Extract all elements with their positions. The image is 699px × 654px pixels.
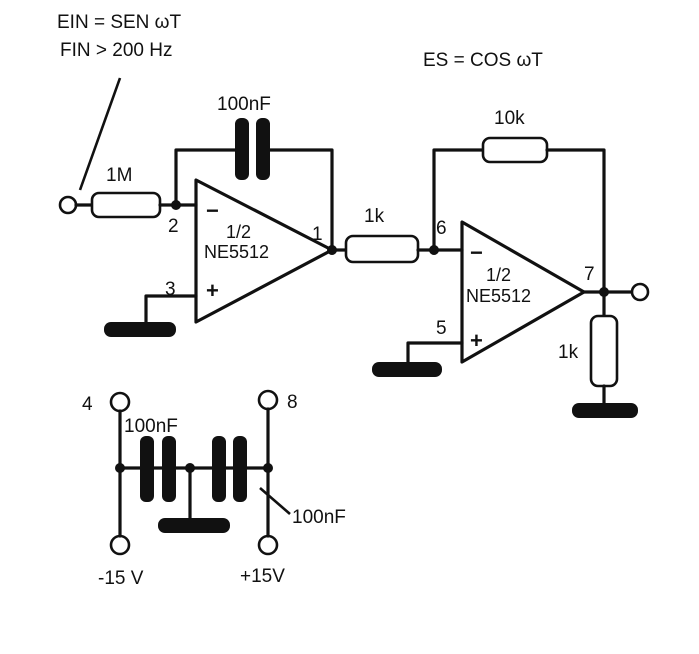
coupling-resistor-1k [344, 234, 420, 264]
opamp-2 [460, 220, 586, 364]
ground-symbol-4 [158, 518, 230, 533]
input-resistor-1m [90, 191, 162, 219]
terminal-pos-15v [257, 534, 279, 556]
coupling-resistor-label: 1k [364, 206, 385, 227]
terminal-neg-15v [109, 534, 131, 556]
pin-7-label: 7 [584, 264, 595, 285]
input-signal-label: EIN = SEN ωT [57, 12, 182, 33]
decoupling-capacitor-right-plate2 [233, 436, 247, 502]
feedback-capacitor-label: 100nF [217, 94, 271, 115]
load-resistor-1k [589, 314, 619, 388]
input-frequency-label: FIN > 200 Hz [60, 40, 172, 61]
feedback-resistor-label: 10k [494, 108, 525, 129]
opamp-2-fraction: 1/2 [486, 265, 511, 285]
decoupling-cap-right-label: 100nF [292, 507, 346, 528]
pin-5-label: 5 [436, 318, 447, 339]
opamp-1-plus: + [206, 278, 219, 303]
pin-2-label: 2 [168, 216, 179, 237]
decoupling-capacitor-left [140, 436, 154, 502]
feedback-resistor-10k [481, 136, 549, 164]
opamp-2-plus: + [470, 328, 483, 353]
ground-symbol-2 [372, 362, 442, 377]
opamp-2-minus: − [470, 240, 483, 265]
ground-symbol-3 [572, 403, 638, 418]
input-terminal [58, 195, 78, 215]
ground-symbol-1 [104, 322, 176, 337]
feedback-capacitor-plate-left [235, 118, 249, 180]
pin-3-label: 3 [165, 279, 176, 300]
pos-supply-label: +15V [240, 566, 285, 587]
pin-4-label: 4 [82, 394, 93, 415]
pin-8-label: 8 [287, 392, 298, 413]
opamp-2-part: NE5512 [466, 286, 531, 306]
decoupling-capacitor-right [212, 436, 226, 502]
neg-supply-label: -15 V [98, 568, 144, 589]
decoupling-cap-left-label: 100nF [124, 416, 178, 437]
pin-6-label: 6 [436, 218, 447, 239]
feedback-capacitor-plate-right [256, 118, 270, 180]
opamp-1-minus: − [206, 198, 219, 223]
opamp-1-part: NE5512 [204, 242, 269, 262]
decoupling-capacitor-left-plate2 [162, 436, 176, 502]
input-resistor-label: 1M [106, 165, 132, 186]
output-signal-label: ES = COS ωT [423, 50, 543, 71]
pin-1-label: 1 [312, 224, 323, 245]
load-resistor-label: 1k [558, 342, 579, 363]
opamp-1-fraction: 1/2 [226, 222, 251, 242]
output-terminal [630, 282, 650, 302]
opamp-1 [194, 178, 334, 324]
terminal-pin-4 [109, 391, 131, 413]
terminal-pin-8 [257, 389, 279, 411]
